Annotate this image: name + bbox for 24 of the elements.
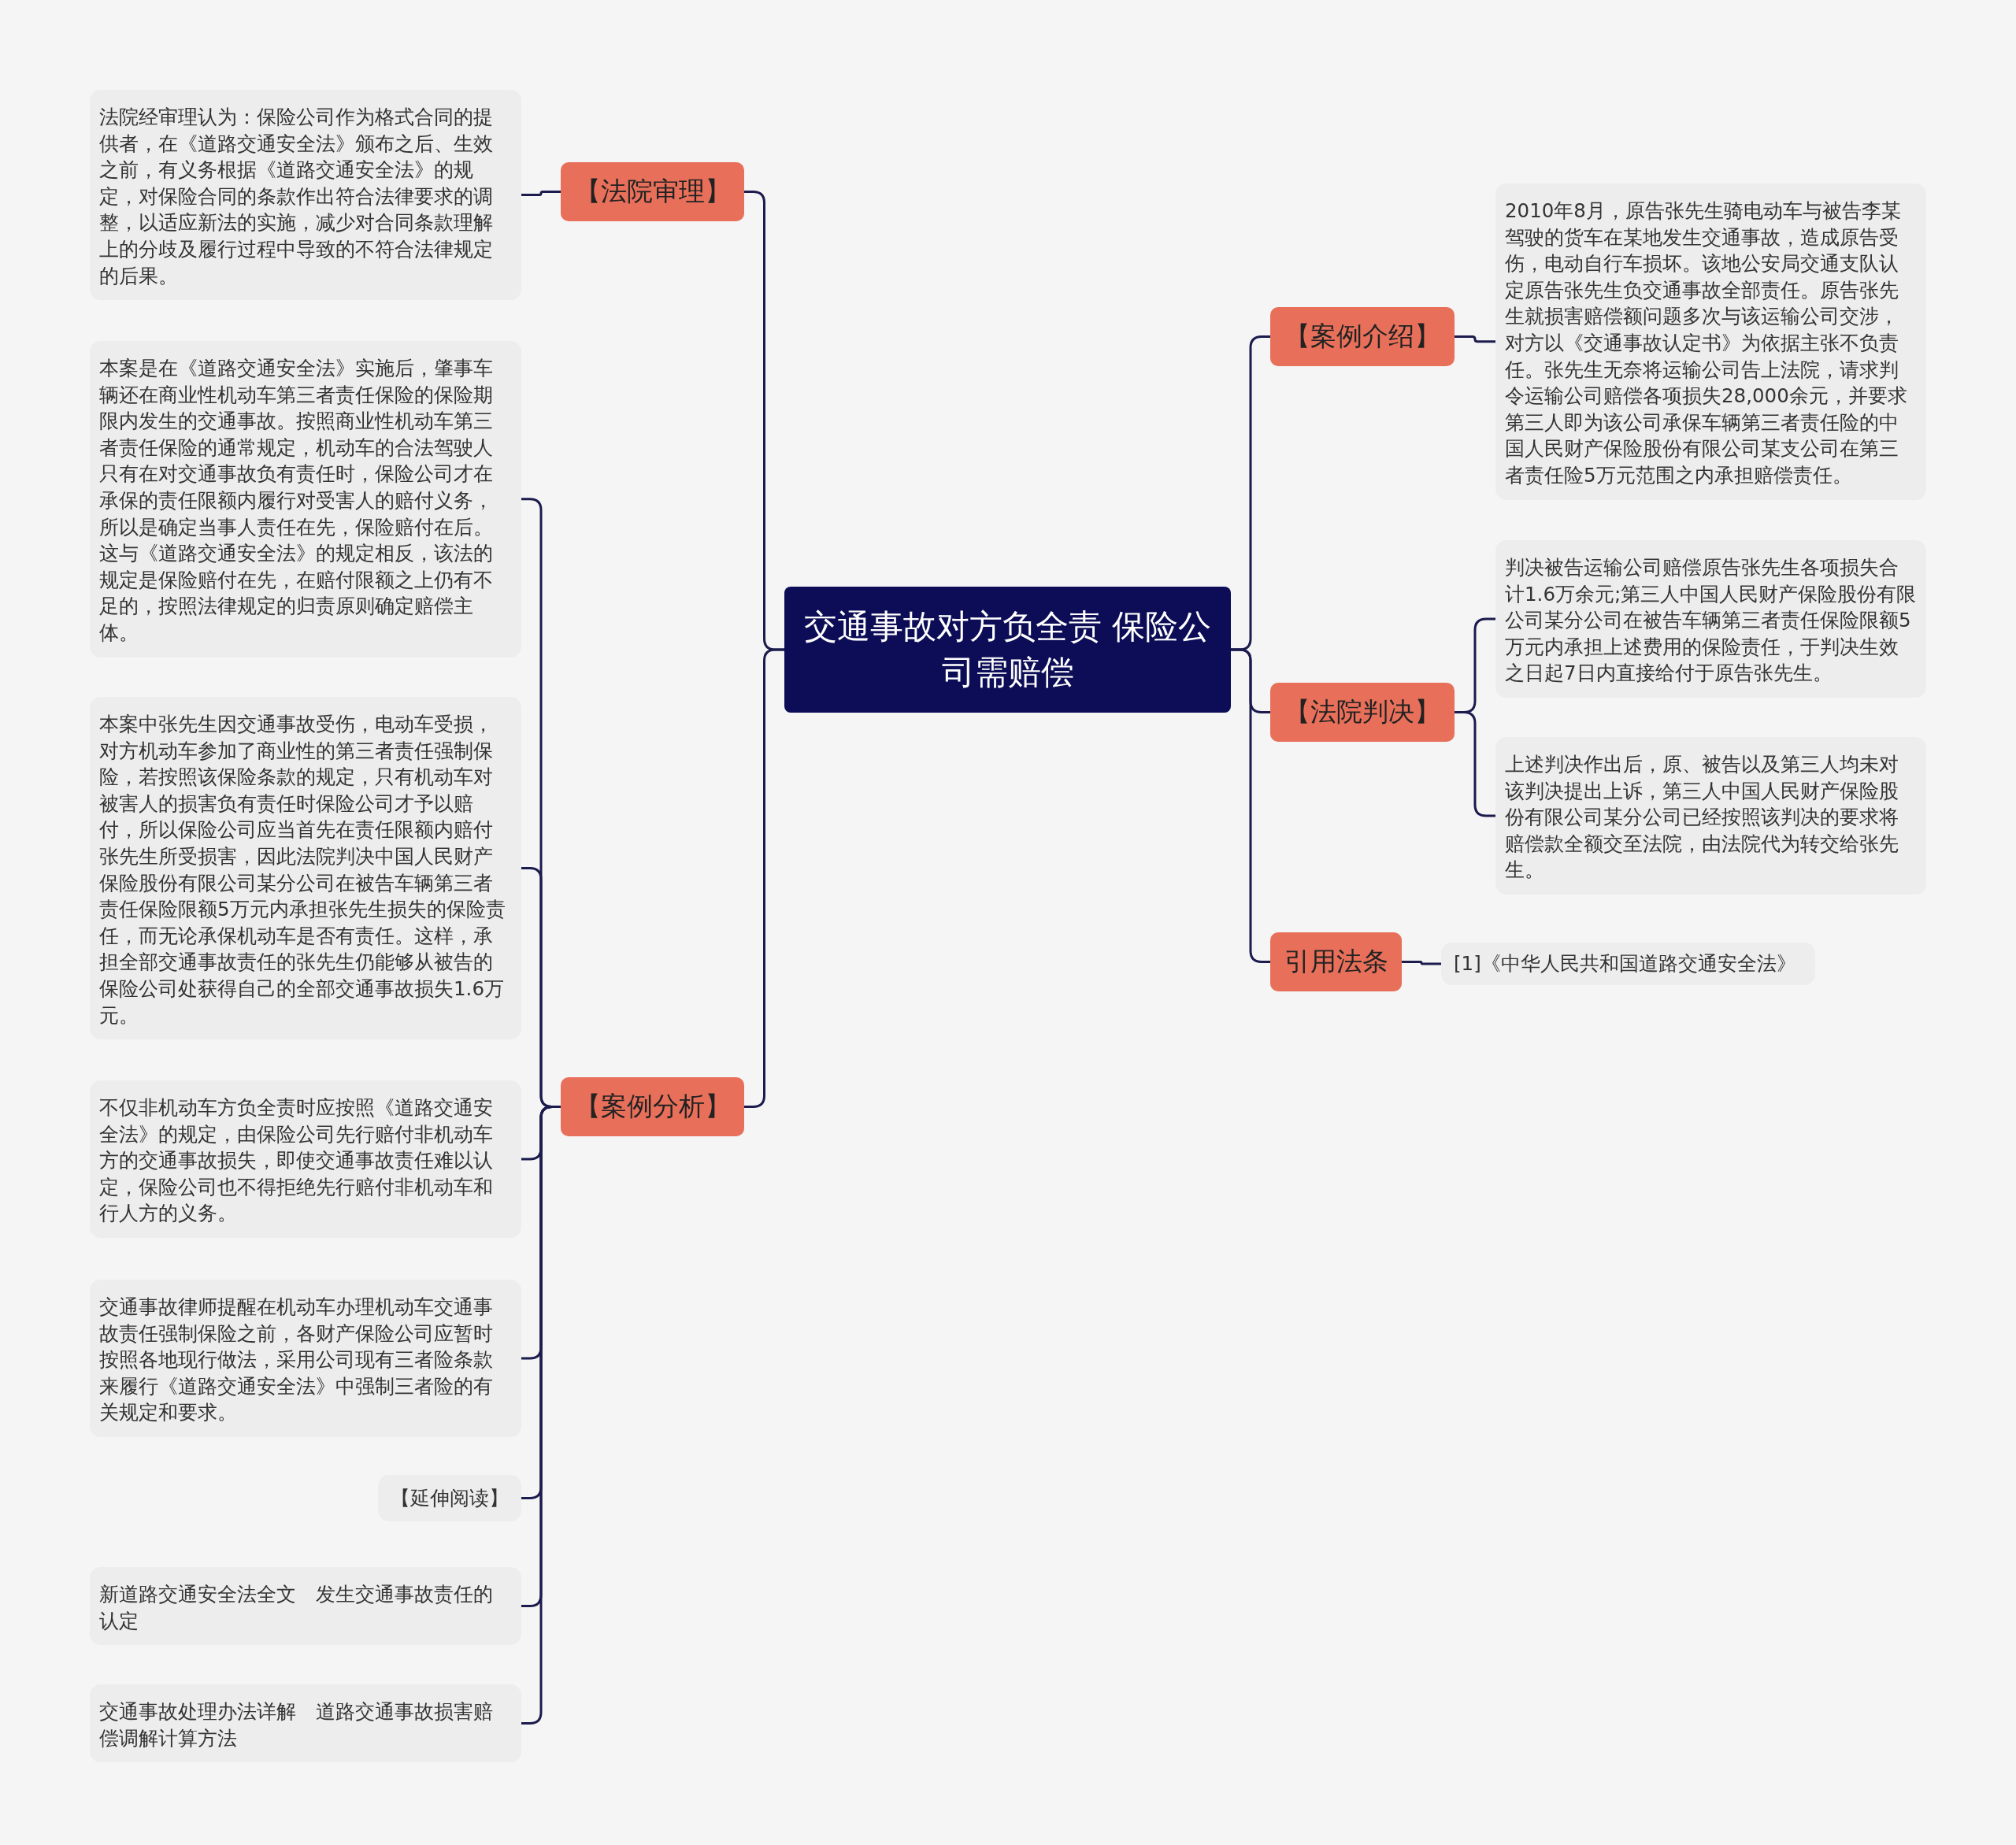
note-card: 新道路交通安全法全文 发生交通事故责任的认定 xyxy=(90,1567,521,1646)
note-card: 2010年8月，原告张先生骑电动车与被告李某驾驶的货车在某地发生交通事故，造成原告受伤，电动自行车损坏。该地公安局交通支队认定原告张先生负交通事故全部责任。原告张先生就损害赔偿额问题多次与该运输公司交涉，对方以《交通事故认定书》为依据主张不负责任。张先生无奈将运输公司告上法院，请求判令运输公司赔偿各项损失28,000余元，并要求第三人即为该公司承保车辆第三者责任险的中国人民财产保险股份有限公司某支公司在第三者责任险5万元范围之内承担赔偿责任。 xyxy=(1495,183,1926,500)
note-card: 本案中张先生因交通事故受伤，电动车受损，对方机动车参加了商业性的第三者责任强制保险，若按照该保险条款的规定，只有机动车对被害人的损害负有责任时保险公司才予以赔付，所以保险公司应当首先在责任限额内赔付张先生所受损害，因此法院判决中国人民财产保险股份有限公司某分公司在被告车辆第三者责任保险限额5万元内承担张先生损失的保险责任，而无论承保机动车是否有责任。这样，承担全部交通事故责任的张先生仍能够从被告的保险公司处获得自己的全部交通事故损失1.6万元。 xyxy=(90,697,521,1040)
note-card: 交通事故处理办法详解 道路交通事故损害赔偿调解计算方法 xyxy=(90,1684,521,1763)
branch-box: 【法院判决】 xyxy=(1270,683,1455,742)
branch-box: 【法院审理】 xyxy=(561,162,744,221)
connector-line xyxy=(521,191,561,197)
connector-line xyxy=(1455,711,1495,817)
connector-line xyxy=(1402,961,1441,965)
note-card: 上述判决作出后，原、被告以及第三人均未对该判决提出上诉，第三人中国人民财产保险股份有限公司某分公司已经按照该判决的要求将赔偿款全额交至法院，由法院代为转交给张先生。 xyxy=(1495,737,1926,895)
connector-line xyxy=(1231,648,1270,963)
branch-box: 引用法条 xyxy=(1270,932,1402,991)
branch-box: 【案例介绍】 xyxy=(1270,307,1455,366)
connector-line xyxy=(744,648,784,1108)
note-card: 不仅非机动车方负全责时应按照《道路交通安全法》的规定，由保险公司先行赔付非机动车方的交通事故损失，即使交通事故责任难以认定，保险公司也不得拒绝先行赔付非机动车和行人方的义务。 xyxy=(90,1080,521,1238)
topic-box: 交通事故对方负全责 保险公司需赔偿 xyxy=(784,587,1231,713)
note-card: 法院经审理认为：保险公司作为格式合同的提供者，在《道路交通安全法》颁布之后、生效之前，有义务根据《道路交通安全法》的规定，对保险合同的条款作出符合法律要求的调整，以适应新法的实施，减少对合同条款理解上的分歧及履行过程中导致的不符合法律规定的后果。 xyxy=(90,90,521,301)
connector-line xyxy=(1455,335,1495,343)
note-card: [1]《中华人民共和国道路交通安全法》 xyxy=(1441,943,1815,985)
note-card: 交通事故律师提醒在机动车办理机动车交通事故责任强制保险之前，各财产保险公司应暂时按照各地现行做法，采用公司现有三者险条款来履行《道路交通安全法》中强制三者险的有关规定和要求。 xyxy=(90,1280,521,1437)
note-card: 判决被告运输公司赔偿原告张先生各项损失合计1.6万余元;第三人中国人民财产保险股份有限公司某分公司在被告车辆第三者责任保险限额5万元内承担上述费用的保险责任，于判决生效之日起7日内直接给付于原告张先生。 xyxy=(1495,540,1926,698)
note-card: 本案是在《道路交通安全法》实施后，肇事车辆还在商业性机动车第三者责任保险的保险期限内发生的交通事故。按照商业性机动车第三者责任保险的通常规定，机动车的合法驾驶人只有在对交通事故负有责任时，保险公司才在承保的责任限额内履行对受害人的赔付义务，所以是确定当事人责任在先，保险赔付在后。这与《道路交通安全法》的规定相反，该法的规定是保险赔付在先，在赔付限额之上仍有不足的，按照法律规定的归责原则确定赔偿主体。 xyxy=(90,341,521,658)
branch-box: 【案例分析】 xyxy=(561,1077,744,1136)
note-card: 【延伸阅读】 xyxy=(378,1475,521,1521)
